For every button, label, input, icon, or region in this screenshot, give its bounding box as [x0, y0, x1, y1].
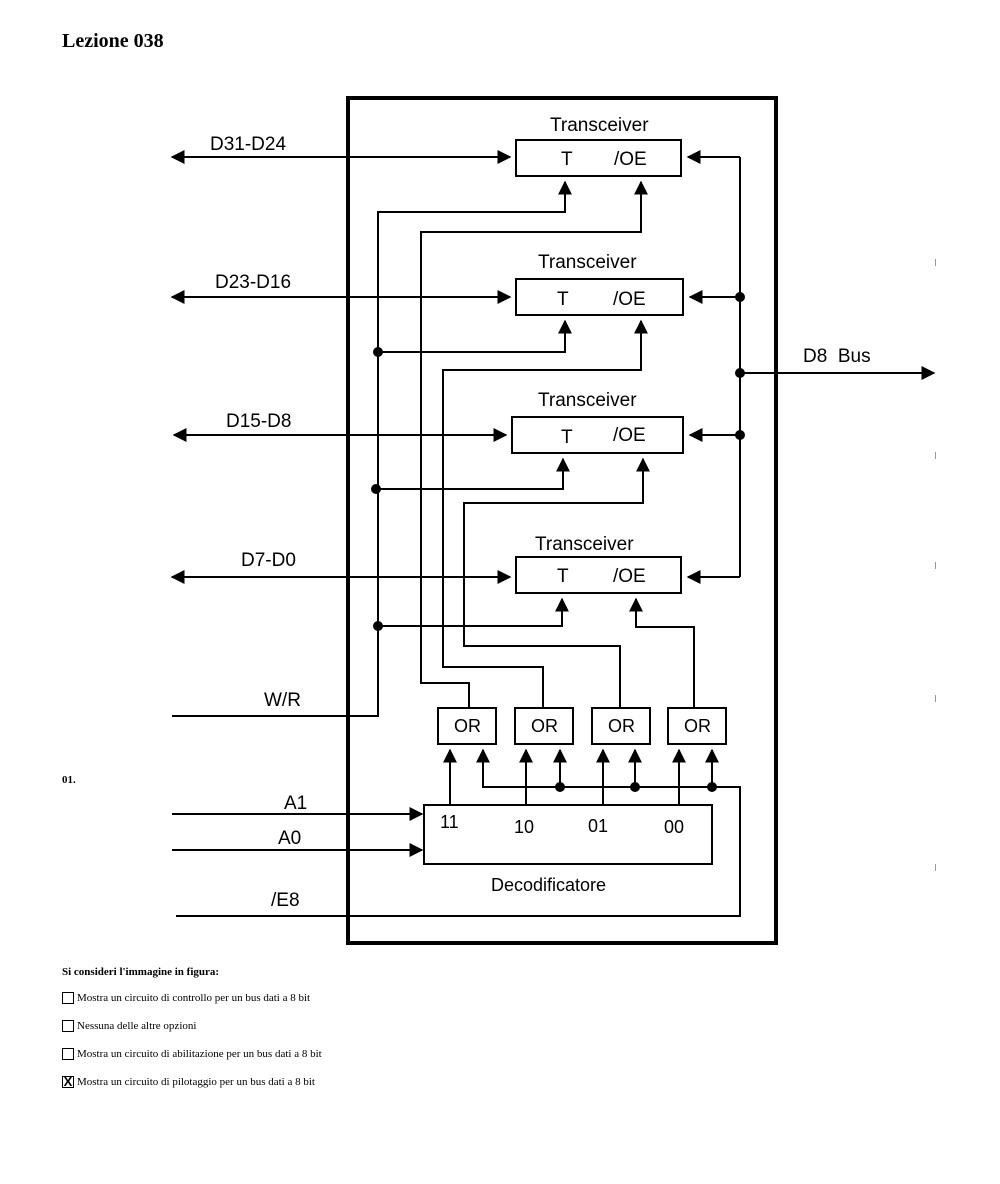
or-label-2: OR — [531, 716, 558, 736]
bus-label-d7-d0: D7-D0 — [241, 550, 296, 571]
or-gate-3 — [591, 707, 651, 745]
transceiver-box-3 — [511, 416, 684, 454]
transceiver-oe-label-4: /OE — [613, 566, 646, 587]
transceiver-t-label-3: T — [561, 427, 573, 448]
answer-option-label: Nessuna delle altre opzioni — [77, 1020, 197, 1032]
decoder-output-10: 10 — [514, 817, 534, 837]
transceiver-box-2 — [515, 278, 684, 316]
or-gate-2 — [514, 707, 574, 745]
checkbox[interactable] — [62, 1020, 74, 1032]
wr-line — [172, 180, 572, 717]
wr-label: W/R — [264, 690, 301, 711]
decoder-output-11: 11 — [440, 812, 459, 832]
transceiver-oe-label-2: /OE — [613, 289, 646, 310]
answer-option[interactable]: Nessuna delle altre opzioni — [62, 1020, 196, 1032]
answer-option[interactable]: Mostra un circuito di controllo per un b… — [62, 992, 310, 1004]
decoder-box — [423, 804, 713, 865]
transceiver-title-2: Transceiver — [538, 252, 637, 273]
transceiver-title-3: Transceiver — [538, 390, 637, 411]
scan-mark — [935, 259, 936, 266]
or-label-4: OR — [684, 716, 711, 736]
checkbox[interactable] — [62, 1048, 74, 1060]
transceiver-oe-label-3: /OE — [613, 425, 646, 446]
transceiver-title-4: Transceiver — [535, 534, 634, 555]
transceiver-oe-label-1: /OE — [614, 149, 647, 170]
checkbox-checked[interactable]: X — [62, 1074, 74, 1089]
bus-label-d31-d24: D31-D24 — [210, 134, 286, 155]
decoder-output-01: 01 — [588, 816, 608, 836]
transceiver-box-1 — [515, 139, 682, 177]
answer-option[interactable]: X Mostra un circuito di pilotaggio per u… — [62, 1074, 315, 1089]
or1-to-oe1 — [420, 180, 648, 708]
transceiver-title-1: Transceiver — [550, 115, 649, 136]
a0-label: A0 — [278, 828, 301, 849]
junction-dots — [371, 292, 745, 792]
decoder-label: Decodificatore — [491, 875, 606, 895]
answer-option-label: Mostra un circuito di pilotaggio per un … — [77, 1076, 315, 1088]
or3-to-oe3 — [463, 457, 650, 708]
scan-mark — [935, 562, 936, 569]
e8-label: /E8 — [271, 890, 300, 911]
or2-to-oe2 — [442, 319, 648, 708]
d8-bus-label: D8 Bus — [803, 346, 871, 367]
or-label-1: OR — [454, 716, 481, 736]
or-gate-1 — [437, 707, 497, 745]
circuit-frame — [346, 96, 778, 945]
decoder-output-00: 00 — [664, 817, 684, 837]
question-number: 01. — [62, 774, 76, 786]
or-label-3: OR — [608, 716, 635, 736]
scan-mark — [935, 695, 936, 702]
transceiver-box-4 — [515, 556, 682, 594]
scan-mark — [935, 864, 936, 871]
checkbox[interactable] — [62, 992, 74, 1004]
answer-option-label: Mostra un circuito di controllo per un b… — [77, 992, 311, 1004]
a1-label: A1 — [284, 793, 307, 814]
e8-line — [176, 748, 741, 917]
transceiver-t-label-4: T — [557, 566, 569, 587]
scan-mark — [935, 452, 936, 459]
bus-label-d23-d16: D23-D16 — [215, 272, 291, 293]
page-title: Lezione 038 — [62, 30, 164, 52]
answer-option-label: Mostra un circuito di abilitazione per u… — [77, 1048, 322, 1060]
answer-option[interactable]: Mostra un circuito di abilitazione per u… — [62, 1048, 322, 1060]
question-prompt: Si consideri l'immagine in figura: — [62, 966, 220, 978]
or-gate-4 — [667, 707, 727, 745]
bus-label-d15-d8: D15-D8 — [226, 411, 291, 432]
or4-to-oe4 — [629, 597, 695, 708]
transceiver-t-label-1: T — [561, 149, 573, 170]
transceiver-t-label-2: T — [557, 289, 569, 310]
